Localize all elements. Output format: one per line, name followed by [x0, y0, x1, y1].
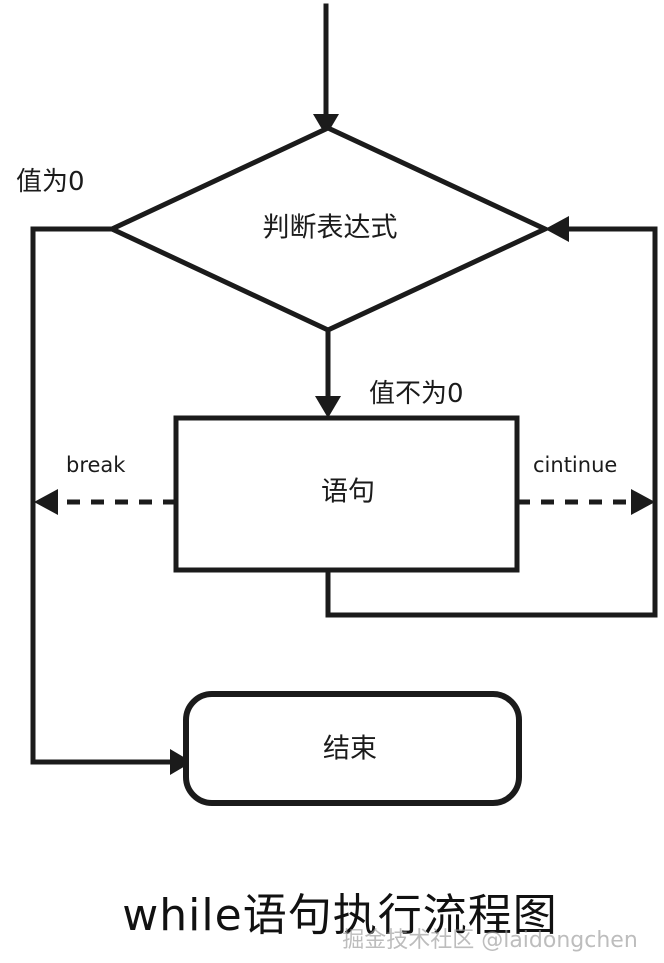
entry-arrow	[313, 3, 339, 136]
false-branch-edge	[30, 226, 192, 775]
end-node: 结束	[183, 691, 522, 806]
continue-edge	[517, 489, 655, 515]
watermark: 掘金技术社区 @laidongchen	[342, 928, 638, 953]
break-edge	[34, 489, 176, 515]
diagram-title: while语句执行流程图	[122, 890, 557, 941]
true-branch-label: 值不为0	[369, 379, 464, 409]
break-label: break	[66, 453, 126, 477]
statement-node-label: 语句	[321, 477, 375, 508]
true-branch-edge	[315, 327, 341, 418]
statement-node: 语句	[173, 415, 520, 573]
decision-node-label: 判断表达式	[263, 213, 398, 244]
continue-label: cintinue	[533, 453, 617, 477]
end-node-label: 结束	[323, 734, 377, 765]
decision-node: 判断表达式	[106, 125, 551, 333]
loop-back-edge	[325, 216, 658, 618]
false-branch-label: 值为0	[16, 167, 85, 197]
